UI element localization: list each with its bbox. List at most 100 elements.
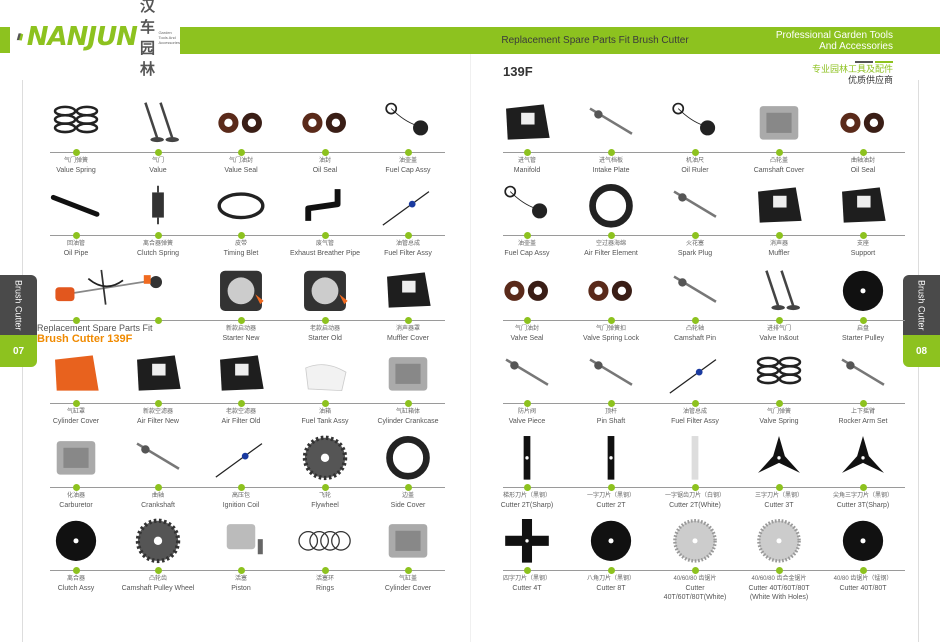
row-dot <box>607 484 615 491</box>
cap-icon <box>664 96 726 148</box>
row-dot <box>237 400 245 407</box>
product-name-en: Manifold <box>513 167 541 174</box>
logo-icon <box>16 33 24 41</box>
product-label: 新款启动器 Starter New <box>201 325 281 343</box>
row-dot <box>859 567 867 574</box>
rod-icon <box>832 347 894 399</box>
product-name-en: Cutter 4T <box>512 585 542 592</box>
promo-model: Brush Cutter 139F <box>37 333 133 345</box>
product-name-cn: 新款空滤器 <box>142 409 173 415</box>
product-name-cn: 40/60/80 齿合金锯片 <box>751 576 807 582</box>
row-divider <box>50 570 445 571</box>
product-name-cn: 油壶盖 <box>398 158 417 164</box>
product-name-en: Air Filter New <box>136 418 179 425</box>
disc-icon <box>45 514 107 566</box>
row-divider <box>50 235 445 236</box>
cn-tagline-1: 专业园林工具及配件 <box>811 64 893 74</box>
product-name-en: Spark Plug <box>677 250 713 257</box>
row-dot <box>154 567 162 574</box>
product-name-en: Starter Pulley <box>841 335 885 342</box>
blade3-icon <box>832 431 894 483</box>
row-dot <box>523 149 531 156</box>
product-name-cn: 机油尺 <box>685 158 704 164</box>
product-name-cn: 凸轮轴 <box>685 326 704 332</box>
product-name-en: Timing Blet <box>223 250 259 257</box>
catalog-title: Replacement Spare Parts Fit Brush Cutter <box>501 35 689 46</box>
product-name-en: Value <box>149 167 167 174</box>
product-name-en: Cylinder Crankcase <box>377 418 439 425</box>
product-name-cn: 气门 <box>151 158 164 164</box>
product-name-en: Support <box>850 250 876 257</box>
product-name-en: Cutter 40T/80T <box>839 585 887 592</box>
row-dot <box>321 317 329 324</box>
product-name-cn: 八角刀片（黑钢） <box>586 576 635 582</box>
product-name-cn: 防片阀 <box>517 409 536 415</box>
box-icon <box>748 179 810 231</box>
valve-icon <box>748 264 810 316</box>
product-name-cn: 四字刀片（黑钢） <box>502 576 551 582</box>
product-name-cn: 新款启动器 <box>225 326 256 332</box>
belt-icon <box>210 179 272 231</box>
product-label: 40/80 齿锯片（锰钢）Cutter 40T/80T <box>823 575 903 593</box>
row-dot <box>607 400 615 407</box>
row-divider <box>503 403 905 404</box>
product-name-en: Cutter 2T(Sharp) <box>500 502 554 509</box>
logo-chinese: 汉车园林 <box>139 0 155 78</box>
product-name-cn: 一字锯齿刀片（白钢） <box>664 493 725 499</box>
product-name-cn: 油封 <box>318 158 331 164</box>
product-name-cn: 油管总成 <box>682 409 707 415</box>
product-name-cn: 回油管 <box>66 241 85 247</box>
row-divider <box>50 152 445 153</box>
product-name-en: Side Cover <box>390 502 426 509</box>
product-name-en: Valve Piece <box>508 418 546 425</box>
row-dot <box>691 484 699 491</box>
product-name-en: Fuel Filter Assy <box>671 418 719 425</box>
product-name-en: Starter New <box>222 335 260 342</box>
product-name-cn: 凸轮齿 <box>148 576 167 582</box>
product-name-en: Fuel Filter Assy <box>384 250 432 257</box>
row-dot <box>321 567 329 574</box>
product-name-cn: 气门油封 <box>514 326 539 332</box>
product-name-en: Cutter 2T(White) <box>669 502 721 509</box>
product-name-cn: 化油器 <box>66 493 85 499</box>
product-name-cn: 上下摇臂 <box>850 409 875 415</box>
product-name-en: Clutch Assy <box>57 585 95 592</box>
row-dot <box>154 484 162 491</box>
row-dot <box>404 400 412 407</box>
tspring-icon <box>127 179 189 231</box>
product-name-en: Valve Spring Lock <box>583 335 639 342</box>
product-name-en: Ignition Coil <box>222 502 260 509</box>
seal-icon <box>496 264 558 316</box>
product-name-en: Valve Seal <box>510 335 544 342</box>
starter-icon <box>294 264 356 316</box>
product-name-en: Valve In&out <box>759 335 799 342</box>
product-name-cn: 顶杆 <box>604 409 617 415</box>
row-dot <box>775 400 783 407</box>
row-dot <box>775 149 783 156</box>
starter-icon <box>210 264 272 316</box>
product-name-en: Fuel Tank Assy <box>301 418 349 425</box>
page-fold <box>470 54 471 642</box>
product-name-en: Camshaft Pin <box>673 335 717 342</box>
product-name-en: Intake Plate <box>592 167 630 174</box>
product-name-cn: 曲轴 <box>151 493 164 499</box>
product-name-cn: 废气管 <box>315 241 334 247</box>
product-name-cn: 气门油封 <box>228 158 253 164</box>
product-name-en: Cutter 3T <box>764 502 794 509</box>
product-name-cn: 气门弹簧扣 <box>595 326 626 332</box>
row-dot <box>154 317 162 324</box>
rod-icon <box>664 179 726 231</box>
product-label: 尖角三字刀片（黑钢）Cutter 3T(Sharp) <box>823 492 903 510</box>
wire-icon <box>377 179 439 231</box>
product-name-cn: 活塞环 <box>315 576 334 582</box>
product-name-en: Air Filter Element <box>584 250 638 257</box>
product-label: 三字刀片（黑钢）Cutter 3T <box>739 492 819 510</box>
